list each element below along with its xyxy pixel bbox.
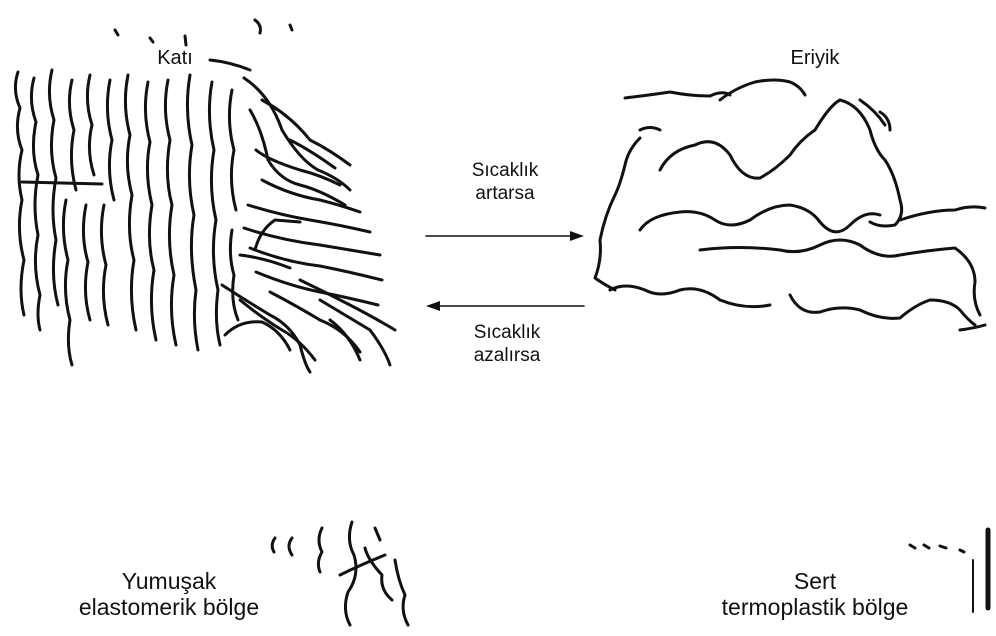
solid-chain <box>210 60 250 70</box>
solid-chain <box>22 182 102 184</box>
solid-chain <box>229 90 236 210</box>
heating-label: Sıcaklık artarsa <box>440 160 570 206</box>
cooling-label: Sıcaklık azalırsa <box>442 322 572 368</box>
hard-zone-label: Sert termoplastik bölge <box>690 568 940 621</box>
solid-chain <box>262 100 350 165</box>
soft-zone-line2: elastomerik bölge <box>54 594 284 620</box>
soft-zone-label: Yumuşak elastomerik bölge <box>54 568 284 621</box>
soft-chain <box>375 528 380 540</box>
soft-zone-line1: Yumuşak <box>54 568 284 594</box>
heating-label-line1: Sıcaklık <box>440 160 570 183</box>
solid-chain <box>209 82 220 345</box>
melt-chain <box>640 128 660 131</box>
melt-chain <box>615 138 640 195</box>
solid-chain <box>256 150 340 185</box>
solid-chain <box>87 75 94 175</box>
hard-zone-line1: Sert <box>690 568 940 594</box>
solid-chain <box>185 36 186 45</box>
solid-chain <box>69 80 76 190</box>
solid-chain <box>255 20 260 33</box>
melt-chain <box>610 286 770 307</box>
solid-chain <box>165 80 176 345</box>
hard-chain <box>940 546 946 548</box>
melt-chain <box>900 207 985 220</box>
solid-chain <box>300 280 395 330</box>
cooling-label-line1: Sıcaklık <box>442 322 572 345</box>
solid-title: Katı <box>145 46 205 70</box>
solid-chain <box>115 30 118 35</box>
soft-chain <box>345 522 356 625</box>
melt-chains <box>595 80 985 330</box>
melt-chain <box>840 100 902 226</box>
melt-chain <box>700 240 980 315</box>
solid-chain <box>49 70 58 305</box>
hard-chain <box>960 550 964 552</box>
solid-chain <box>240 255 290 268</box>
melt-chain <box>625 92 730 98</box>
soft-zone-chains <box>272 522 408 625</box>
solid-chain <box>187 75 198 350</box>
melt-chain <box>790 295 975 325</box>
solid-chain <box>290 25 292 30</box>
heating-arrow-head <box>570 231 584 241</box>
solid-chain <box>125 75 136 330</box>
solid-chain <box>83 205 90 320</box>
solid-chain <box>145 82 156 340</box>
hard-zone-line2: termoplastik bölge <box>690 594 940 620</box>
solid-chain <box>31 78 40 330</box>
arrows <box>426 236 584 306</box>
melt-chain <box>720 80 805 100</box>
melt-title: Eriyik <box>780 46 850 70</box>
solid-chain <box>107 80 114 200</box>
melt-chain <box>660 100 840 178</box>
solid-chain <box>255 220 300 250</box>
melt-chain <box>640 205 880 232</box>
soft-chain <box>318 528 322 572</box>
hard-chain <box>924 545 929 548</box>
solid-chain <box>290 140 335 168</box>
solid-chain <box>15 72 24 315</box>
soft-chain <box>272 538 275 552</box>
solid-chain <box>150 38 153 42</box>
solid-chain <box>225 322 290 350</box>
solid-chain <box>230 230 238 320</box>
solid-chain <box>63 200 72 365</box>
cooling-arrow-head <box>426 301 440 311</box>
solid-chain <box>320 300 390 365</box>
heating-label-line2: artarsa <box>440 183 570 206</box>
melt-chain <box>595 195 615 290</box>
solid-chain <box>101 205 108 325</box>
solid-chains <box>15 20 395 372</box>
melt-chain <box>960 325 985 330</box>
soft-chain <box>365 548 392 600</box>
soft-chain <box>395 560 408 625</box>
hard-chain <box>910 545 915 548</box>
cooling-label-line2: azalırsa <box>442 345 572 368</box>
soft-chain <box>289 538 292 555</box>
